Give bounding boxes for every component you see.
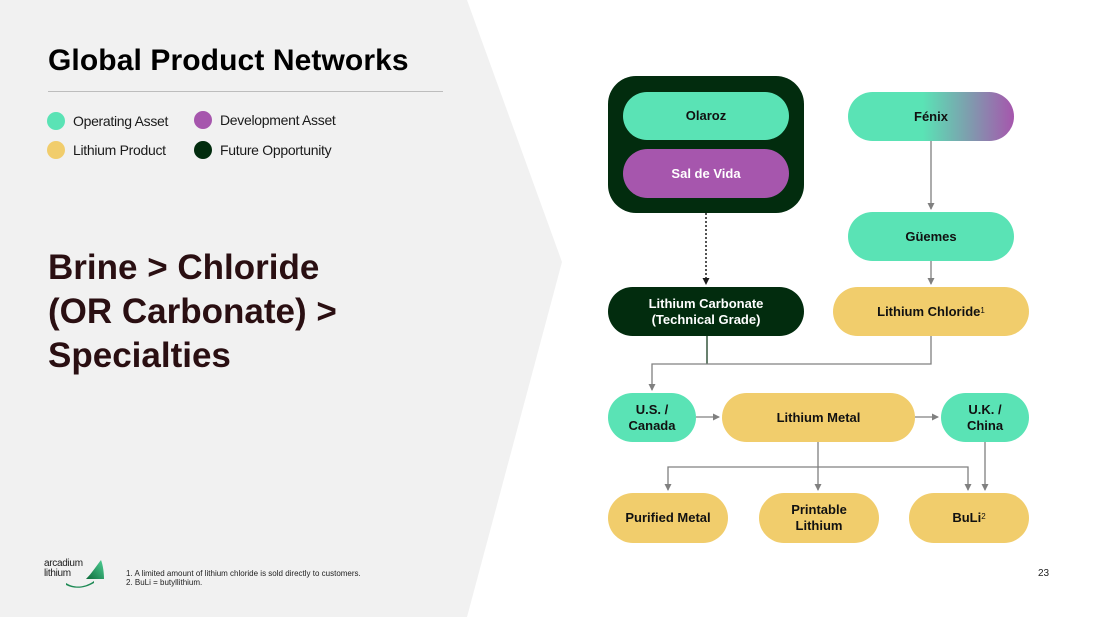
node-label: Purified Metal — [625, 510, 711, 525]
development-asset-dot-icon — [194, 111, 212, 129]
node-label-line1: Printable — [791, 502, 847, 517]
node-purified-metal: Purified Metal — [608, 493, 728, 543]
future-opportunity-dot-icon — [194, 141, 212, 159]
node-label: Lithium Chloride — [877, 303, 981, 319]
arcadium-lithium-logo: arcadium lithium — [44, 559, 108, 589]
node-label-line1: U.K. / — [968, 401, 1002, 417]
legend-operating-asset: Operating Asset — [47, 112, 168, 130]
node-label: Güemes — [905, 228, 957, 244]
edge-to-purified-metal — [664, 466, 818, 491]
node-printable-lithium: Printable Lithium — [759, 493, 879, 543]
logo-mountain-icon — [66, 560, 104, 588]
node-label-line2: China — [966, 417, 1004, 433]
node-label-line2: (Technical Grade) — [651, 311, 761, 327]
node-label: Sal de Vida — [671, 165, 741, 181]
node-fenix: Fénix — [848, 92, 1014, 141]
node-label: Olaroz — [685, 108, 727, 123]
legend-label: Development Asset — [220, 112, 336, 128]
page-number: 23 — [1038, 568, 1050, 579]
footnote-marker: 1 — [980, 305, 985, 315]
node-lithium-metal: Lithium Metal — [722, 393, 915, 442]
footnotes: 1. A limited amount of lithium chloride … — [126, 569, 361, 587]
node-label: Lithium Metal — [776, 409, 861, 425]
footnote-1: 1. A limited amount of lithium chloride … — [126, 569, 361, 578]
footnote-marker: 2 — [981, 512, 986, 521]
legend-lithium-product: Lithium Product — [47, 141, 166, 159]
node-label: BuLi — [952, 510, 982, 525]
node-label: Fénix — [914, 108, 948, 124]
legend-future-opportunity: Future Opportunity — [194, 141, 332, 159]
lithium-product-dot-icon — [47, 141, 65, 159]
node-lithium-carbonate: Lithium Carbonate (Technical Grade) — [608, 287, 804, 336]
node-label-line2: Lithium — [795, 518, 843, 533]
edge-to-buli — [818, 466, 972, 491]
footnote-2: 2. BuLi = butyllithium. — [126, 578, 203, 587]
edge-chloride-to-us-canada — [648, 336, 932, 391]
node-guemes: Güemes — [848, 212, 1014, 261]
logo-line2: lithium — [44, 568, 71, 579]
headline: Brine > Chloride (OR Carbonate) > Specia… — [48, 246, 337, 378]
title-divider — [48, 91, 443, 92]
legend-label: Future Opportunity — [220, 142, 332, 158]
node-label-line1: Lithium Carbonate — [648, 295, 764, 311]
legend-label: Operating Asset — [73, 113, 169, 129]
headline-line: (OR Carbonate) > — [48, 292, 337, 331]
node-label-line2: Canada — [628, 417, 676, 433]
node-uk-china: U.K. / China — [941, 393, 1029, 442]
logo-wordmark: arcadium lithium — [44, 559, 83, 579]
operating-asset-dot-icon — [47, 112, 65, 130]
logo-line1: arcadium — [44, 558, 83, 569]
node-us-canada: U.S. / Canada — [608, 393, 696, 442]
node-olaroz: Olaroz — [623, 92, 789, 140]
slide-title: Global Product Networks — [48, 44, 409, 77]
headline-line: Specialties — [48, 336, 231, 375]
legend-label: Lithium Product — [73, 142, 166, 158]
node-label-line1: U.S. / — [635, 401, 669, 417]
headline-line: Brine > Chloride — [48, 248, 320, 287]
node-sal-de-vida: Sal de Vida — [623, 149, 789, 198]
legend-development-asset: Development Asset — [194, 111, 336, 129]
